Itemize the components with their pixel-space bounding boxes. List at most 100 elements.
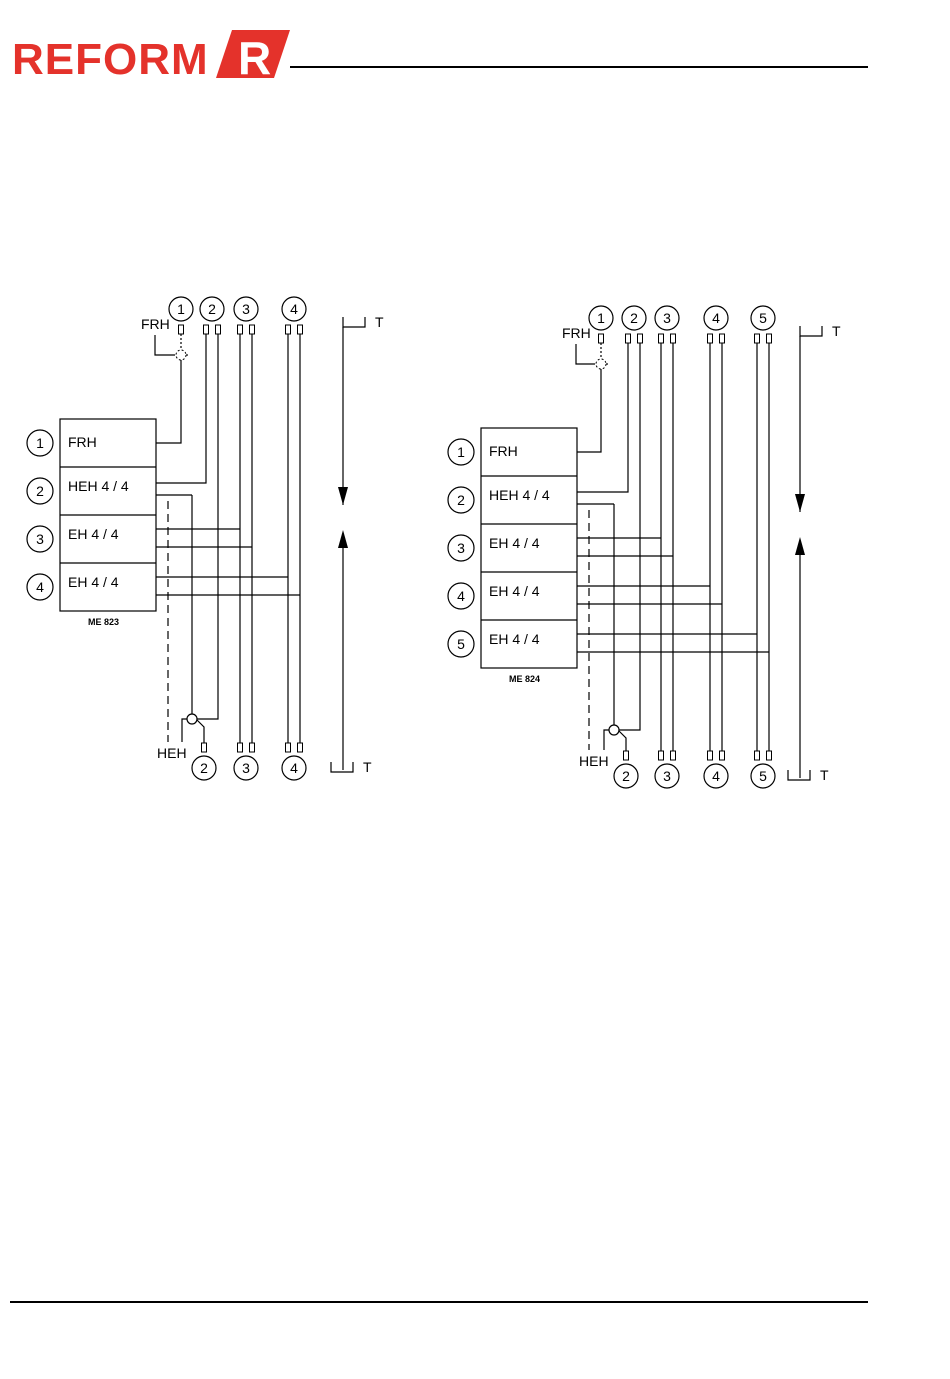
- tank-symbol: [343, 317, 365, 327]
- tank-symbol: [788, 770, 810, 780]
- top-port-number: 4: [290, 301, 298, 317]
- port-connector: [250, 325, 255, 334]
- bottom-port-number: 5: [759, 768, 767, 784]
- port-connector: [599, 334, 604, 343]
- frh-feed-line: [156, 360, 181, 443]
- tank-label: T: [375, 314, 384, 330]
- tank-label: T: [820, 767, 829, 783]
- unit-number: 1: [36, 435, 44, 451]
- frh-check-valve: [176, 350, 186, 360]
- top-port-number: 3: [242, 301, 250, 317]
- port-connector: [671, 334, 676, 343]
- heh-return-line: [619, 343, 640, 730]
- frh-bracket: [155, 335, 175, 355]
- heh-out-line: [619, 731, 626, 751]
- bottom-port-number: 2: [622, 768, 630, 784]
- bottom-port-number: 2: [200, 760, 208, 776]
- unit-number: 2: [36, 483, 44, 499]
- heh-out-line: [197, 720, 204, 743]
- heh-check-valve: [187, 714, 197, 724]
- unit-number: 2: [457, 492, 465, 508]
- port-connector: [202, 743, 207, 752]
- port-connector: [708, 334, 713, 343]
- port-connector: [624, 751, 629, 760]
- port-connector: [659, 751, 664, 760]
- diagram-caption: ME 823: [88, 617, 119, 627]
- port-connector: [708, 751, 713, 760]
- unit-number: 4: [457, 588, 465, 604]
- unit-number: 5: [457, 636, 465, 652]
- unit-label: EH 4 / 4: [489, 583, 540, 599]
- port-connector: [238, 325, 243, 334]
- frh-feed-line: [577, 369, 601, 452]
- tank-symbol: [800, 326, 822, 336]
- bottom-port-number: 3: [663, 768, 671, 784]
- port-connector: [216, 325, 221, 334]
- unit-label: EH 4 / 4: [68, 574, 119, 590]
- unit-number: 3: [36, 531, 44, 547]
- bottom-port-number: 4: [290, 760, 298, 776]
- port-connector: [638, 334, 643, 343]
- top-port-number: 4: [712, 310, 720, 326]
- logo-wordmark: REFORM: [12, 35, 209, 84]
- unit-label: HEH 4 / 4: [68, 478, 129, 494]
- port-connector: [755, 334, 760, 343]
- unit-number: 1: [457, 444, 465, 460]
- heh-label: HEH: [157, 745, 187, 761]
- port-connector: [204, 325, 209, 334]
- frh-label: FRH: [562, 325, 591, 341]
- diagram-caption: ME 824: [509, 674, 540, 684]
- port-connector: [286, 743, 291, 752]
- unit-label: EH 4 / 4: [489, 631, 540, 647]
- unit-label: EH 4 / 4: [68, 526, 119, 542]
- port-connector: [755, 751, 760, 760]
- top-port-number: 3: [663, 310, 671, 326]
- bottom-port-number: 4: [712, 768, 720, 784]
- port-connector: [671, 751, 676, 760]
- unit-label: HEH 4 / 4: [489, 487, 550, 503]
- unit-label: FRH: [489, 443, 518, 459]
- port-connector: [720, 751, 725, 760]
- unit-label: FRH: [68, 434, 97, 450]
- heh-label: HEH: [579, 753, 609, 769]
- port-connector: [659, 334, 664, 343]
- top-port-number: 2: [208, 301, 216, 317]
- heh-return-line: [197, 334, 218, 719]
- port-connector: [286, 325, 291, 334]
- port-connector: [298, 743, 303, 752]
- port-connector: [250, 743, 255, 752]
- unit-label: EH 4 / 4: [489, 535, 540, 551]
- port-connector: [720, 334, 725, 343]
- frh-bracket: [576, 344, 595, 364]
- flow-arrow-down: [795, 494, 805, 512]
- port-connector: [179, 325, 184, 334]
- flow-arrow-down: [338, 487, 348, 505]
- logo-mark: R: [238, 32, 271, 84]
- flow-arrow-up: [795, 537, 805, 555]
- port-connector: [767, 751, 772, 760]
- port-connector: [238, 743, 243, 752]
- flow-arrow-up: [338, 530, 348, 548]
- port-connector: [767, 334, 772, 343]
- tank-symbol: [331, 762, 353, 772]
- unit-number: 4: [36, 579, 44, 595]
- top-port-number: 1: [177, 301, 185, 317]
- top-port-number: 1: [597, 310, 605, 326]
- frh-check-valve: [596, 359, 606, 369]
- bottom-port-number: 3: [242, 760, 250, 776]
- port-connector: [298, 325, 303, 334]
- reform-logo: REFORM R: [12, 30, 290, 84]
- heh-pilot-line: [604, 730, 609, 750]
- top-port-number: 2: [630, 310, 638, 326]
- heh-check-valve: [609, 725, 619, 735]
- frh-label: FRH: [141, 316, 170, 332]
- top-port-number: 5: [759, 310, 767, 326]
- unit-number: 3: [457, 540, 465, 556]
- tank-label: T: [363, 759, 372, 775]
- tank-label: T: [832, 323, 841, 339]
- heh-pilot-line: [182, 719, 187, 742]
